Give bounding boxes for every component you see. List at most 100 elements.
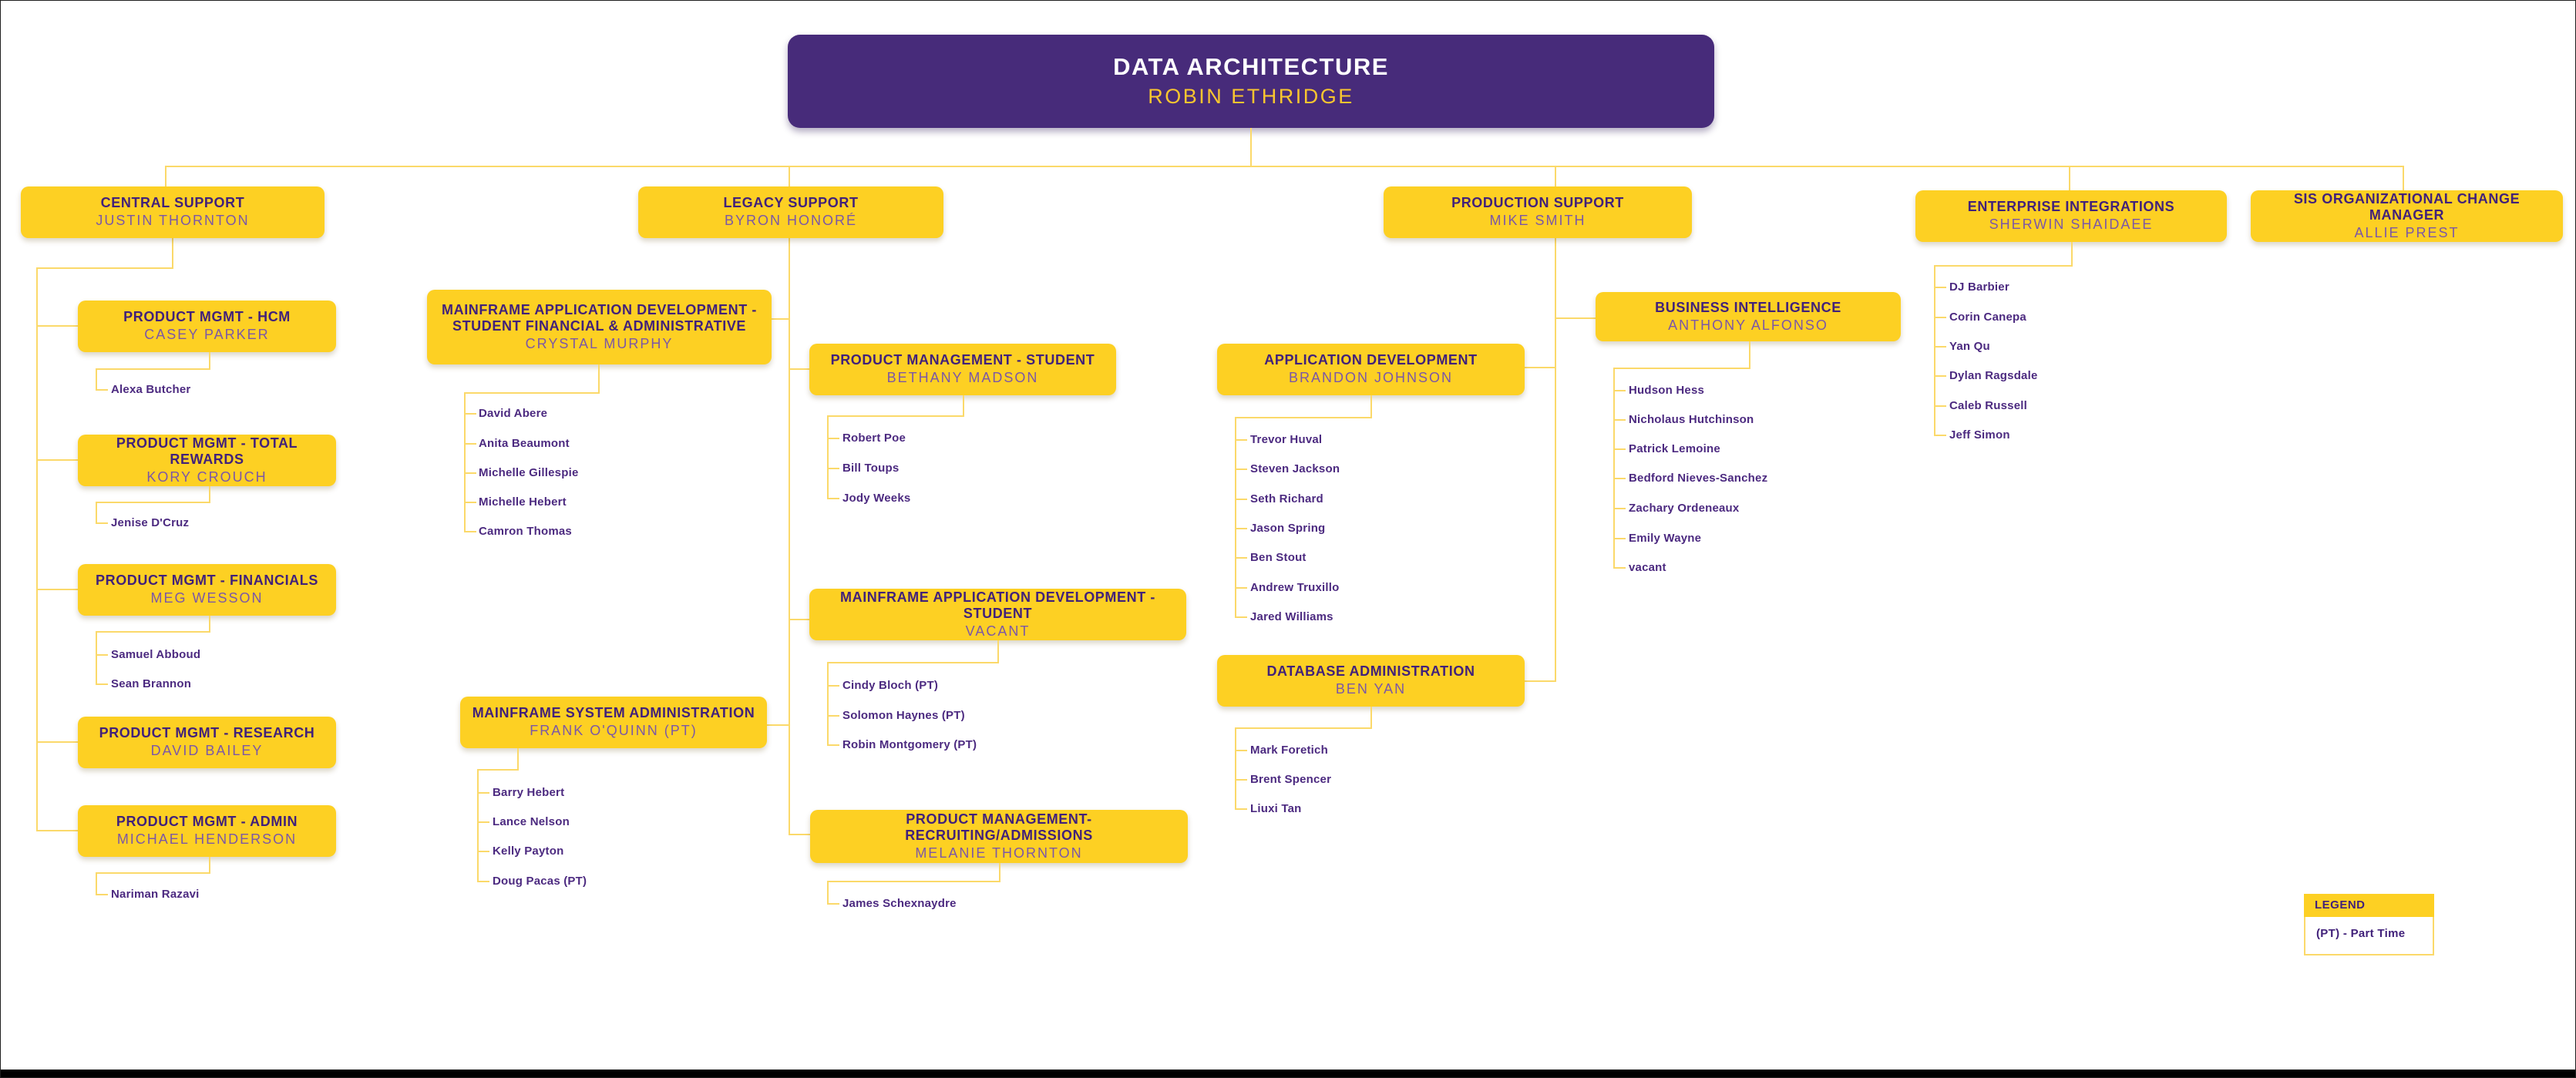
member-name: Michelle Gillespie [479,466,579,479]
department-title: APPLICATION DEVELOPMENT [1264,352,1478,368]
connector-line [96,654,108,656]
manager-name: BETHANY MADSON [886,370,1039,386]
member-name: Alexa Butcher [111,383,191,396]
member-name: DJ Barbier [1949,280,2009,294]
manager-name: CASEY PARKER [144,327,270,343]
department-title: MAINFRAME SYSTEM ADMINISTRATION [472,705,755,721]
manager-name: MICHAEL HENDERSON [116,831,298,848]
manager-name: FRANK O'QUINN (PT) [530,723,698,739]
manager-name: KORY CROUCH [146,468,267,485]
department-title: ENTERPRISE INTEGRATIONS [1967,199,2175,215]
department-title: PRODUCT MGMT - ADMIN [116,814,298,830]
connector-line [1934,346,1946,348]
connector-line [38,459,78,461]
member-name: Trevor Huval [1250,433,1323,446]
member-name: Anita Beaumont [479,437,570,450]
connector-line [477,769,479,882]
connector-line [1613,368,1615,568]
connector-line [827,498,839,499]
connector-line [598,364,600,392]
connector-line [1934,405,1946,407]
connector-line [1525,367,1556,368]
connector-line [1613,419,1626,421]
department-title: PRODUCT MGMT - FINANCIALS [96,573,318,589]
connector-line [827,468,839,469]
connector-line [1235,468,1247,470]
member-name: Jody Weeks [842,492,911,505]
org-box-mad-student: MAINFRAME APPLICATION DEVELOPMENT - STUD… [809,589,1186,640]
connector-line [38,741,78,743]
department-title: MAINFRAME APPLICATION DEVELOPMENT - STUD… [442,301,757,334]
connector-line [1613,390,1626,391]
member-name: vacant [1629,561,1666,574]
department-title: DATABASE ADMINISTRATION [1266,663,1475,680]
connector-line [827,715,839,717]
member-name: Camron Thomas [479,525,572,538]
member-name: Barry Hebert [493,786,565,799]
connector-line [209,857,210,872]
connector-line [96,683,108,685]
member-name: Lance Nelson [493,815,570,828]
member-name: Mark Foretich [1250,744,1328,757]
manager-name: BRANDON JOHNSON [1288,370,1453,386]
connector-line [827,415,829,499]
connector-line [96,522,108,524]
connector-line [477,851,489,852]
org-box-mad-sfa: MAINFRAME APPLICATION DEVELOPMENT - STUD… [427,290,772,364]
connector-line [1370,707,1372,727]
connector-line [1235,727,1372,729]
department-title: PRODUCT MGMT - RESEARCH [99,725,315,741]
connector-line [1749,341,1750,368]
department-title: PRODUCT MANAGEMENT- RECRUITING/ADMISSION… [905,811,1093,843]
connector-line [96,368,97,390]
connector-line [464,502,476,503]
connector-line [1613,478,1626,479]
connector-line [1250,128,1252,166]
member-name: Doug Pacas (PT) [493,875,587,888]
connector-line [209,486,210,502]
connector-line [1613,538,1626,539]
member-name: Robert Poe [842,432,906,445]
member-name: Jason Spring [1250,522,1326,535]
connector-line [36,267,173,269]
member-name: Robin Montgomery (PT) [842,738,977,751]
connector-line [1525,680,1556,682]
connector-line [999,863,1000,881]
manager-name: MEG WESSON [150,590,264,606]
connector-line [96,872,210,874]
department-title: PRODUCT MANAGEMENT - STUDENT [830,352,1095,368]
member-name: Liuxi Tan [1250,802,1302,815]
connector-line [96,631,97,684]
connector-line [209,352,210,368]
department-title: BUSINESS INTELLIGENCE [1655,299,1841,315]
connector-line [477,881,489,882]
member-name: Yan Qu [1949,340,1990,353]
connector-line [165,166,2404,167]
member-name: Bedford Nieves-Sanchez [1629,472,1768,485]
member-name: Caleb Russell [1949,399,2027,412]
connector-line [790,368,810,370]
connector-line [767,724,790,726]
manager-name: MIKE SMITH [1489,213,1586,229]
member-name: Nariman Razavi [111,888,200,901]
org-box-pm-student: PRODUCT MANAGEMENT - STUDENT BETHANY MADS… [809,344,1116,395]
connector-line [1235,808,1247,810]
member-name: Kelly Payton [493,845,564,858]
connector-line [1934,435,1946,436]
member-name: David Abere [479,407,548,420]
org-box-app-dev: APPLICATION DEVELOPMENT BRANDON JOHNSON [1217,344,1525,395]
connector-line [172,238,173,269]
member-name: Zachary Ordeneaux [1629,502,1740,515]
member-name: Dylan Ragsdale [1949,369,2038,382]
connector-line [1235,417,1236,617]
connector-line [2403,166,2404,191]
connector-line [1235,727,1236,809]
connector-line [790,834,811,835]
member-name: Corin Canepa [1949,311,2026,324]
member-name: Jeff Simon [1949,428,2010,442]
connector-line [827,438,839,439]
